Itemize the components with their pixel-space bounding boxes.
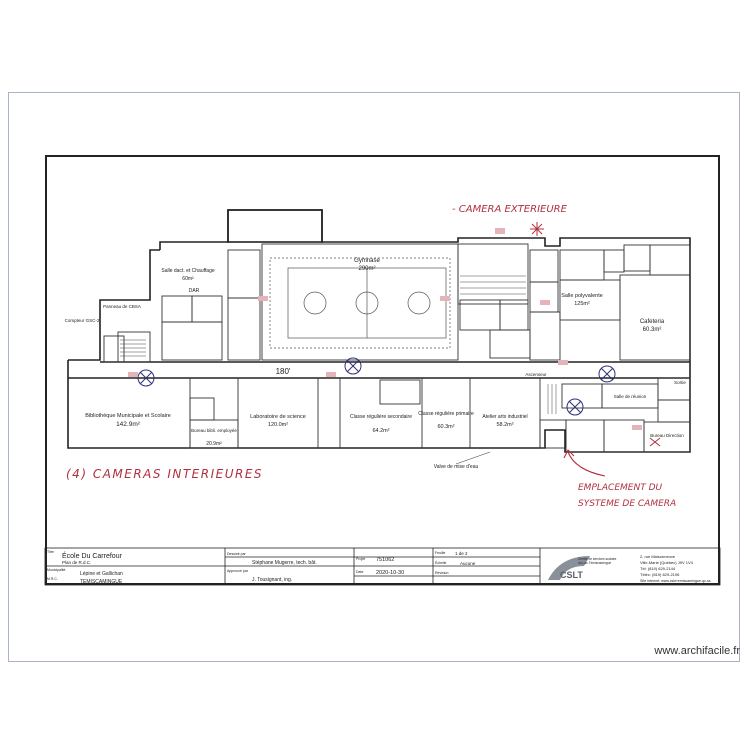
laboratoire-label: Laboratoire de science [250, 414, 306, 420]
cameras-interieures-note: (4) CAMERAS INTERIEURES [66, 467, 263, 481]
label-echelle: Échelle [435, 560, 447, 565]
salle-poly-label: Salle polyvalente [561, 293, 603, 299]
dessine: Stéphane Mugerre, tech. bât. [252, 560, 317, 566]
label-dessine: Dessiné par [227, 552, 247, 556]
vanne-leader [455, 451, 491, 465]
label-feuille: Feuille [435, 551, 445, 555]
camera-icon [566, 398, 584, 416]
label-projet: Projet [356, 557, 365, 561]
addr-2: Ville-Marie (Québec) J9V 1V4 [640, 560, 694, 565]
bureau-direction-label: Bureau Direction [650, 433, 684, 438]
room-labels: Gymnase 290m² Cafeteria 60.3m² Salle pol… [65, 258, 687, 470]
addr-4: Téléc: (819) 629-2196 [640, 572, 680, 577]
drawing-sheet [45, 155, 720, 585]
title-block [44, 547, 721, 586]
salle-reunion-label: Salle de réunion [614, 394, 647, 399]
interior-cameras [137, 357, 616, 416]
addr-3: Tél: (819) 629-2144 [640, 566, 676, 571]
handwritten-notes: - CAMERA EXTERIEURE (4) CAMERAS INTERIEU… [66, 204, 676, 509]
camera-icon [137, 369, 155, 387]
mrc: TEMISCAMINGUE [80, 579, 123, 585]
dar-label: DAR [189, 288, 200, 294]
approuve: J. Tousignant, ing. [252, 577, 292, 583]
classe-prim-area: 60.3m² [437, 424, 454, 430]
classe-sec-label: Classe régulière secondaire [350, 414, 412, 420]
exterior-camera-marks [128, 222, 661, 477]
exterior-camera-icon [530, 222, 544, 236]
laboratoire-area: 120.0m² [268, 422, 288, 428]
panneau-label: Panneau de CBSA [103, 304, 141, 309]
classe-sec-area: 64.2m² [372, 428, 389, 434]
emplacement-note-2: SYSTEME DE CAMERA [578, 499, 676, 509]
atelier-label: Atelier arts industriel [482, 414, 527, 420]
classe-prim-label: Classe régulière primaire [418, 411, 474, 417]
sortie-label: Sortie [674, 380, 686, 385]
cafeteria-area: 60.3m² [643, 327, 662, 333]
emplacement-note-1: EMPLACEMENT DU [578, 483, 662, 493]
camera-icon [344, 357, 362, 375]
corridor-dimension: 180' [276, 367, 291, 376]
org-line-1: Centre de services scolaire [578, 557, 617, 561]
feuille: 1 de 2 [455, 551, 468, 556]
gym-court [269, 257, 451, 349]
gym-area: 290m² [358, 266, 375, 272]
addr-5: Site internet: www.csleтemiscamingue.qc.… [640, 579, 711, 583]
camera-icon [598, 365, 616, 383]
salle-dact-area: 60m² [182, 276, 194, 282]
watermark-link[interactable]: www.archifacile.fr [654, 645, 740, 657]
bureau-biblio-area: 20.9m² [206, 441, 222, 447]
biblio-area: 142.9m² [116, 421, 141, 428]
compteur-label: Compteur GSC-2 [65, 318, 100, 323]
viewer-frame [8, 92, 740, 662]
salle-poly-area: 125m² [574, 301, 590, 307]
camera-exterieure-note: - CAMERA EXTERIEURE [452, 204, 568, 215]
cafeteria-label: Cafeteria [640, 319, 665, 325]
stairs [120, 275, 557, 414]
date: 2020-10-30 [376, 570, 404, 576]
gym-label: Gymnase [354, 258, 380, 264]
project-number: 751062 [376, 557, 394, 563]
salle-dact-label: Salle dact. et Chauffage [161, 268, 214, 274]
cslt-logo: CSLT Centre de services scolaire du Lac-… [548, 556, 617, 580]
bureau-biblio-label: Bureau bibli. employée [191, 428, 237, 433]
atelier-area: 58.2m² [496, 422, 513, 428]
org-address: 2, rue Maisonneuve Ville-Marie (Québec) … [640, 554, 711, 583]
label-titre: Titre [47, 550, 54, 554]
project-name: École Du Carrefour [62, 551, 123, 560]
vanne-label: Valve de mise d'eau [434, 464, 479, 470]
label-revision: Révision [435, 571, 448, 575]
org-line-2: du Lac-Témiscamingue [578, 561, 611, 565]
ascenseur-label: Ascenseur [525, 372, 547, 377]
logo-text: CSLT [560, 570, 583, 580]
label-municipalite: Municipalité [47, 568, 66, 572]
label-mrc: M.R.C. [47, 577, 58, 581]
interior-walls [103, 243, 691, 453]
addr-1: 2, rue Maisonneuve [640, 554, 676, 559]
title-block-text: Titre École Du Carrefour Plan de R.d.C. … [47, 550, 476, 585]
label-date: Date [356, 570, 363, 574]
biblio-label: Bibliothèque Municipale et Scolaire [85, 413, 171, 419]
echelle: Aucune [460, 561, 476, 566]
label-approuve: Approuvé par [227, 569, 249, 573]
sub-title: Plan de R.d.C. [62, 560, 91, 565]
municipalite: Lépine et Gallichan [80, 571, 123, 577]
